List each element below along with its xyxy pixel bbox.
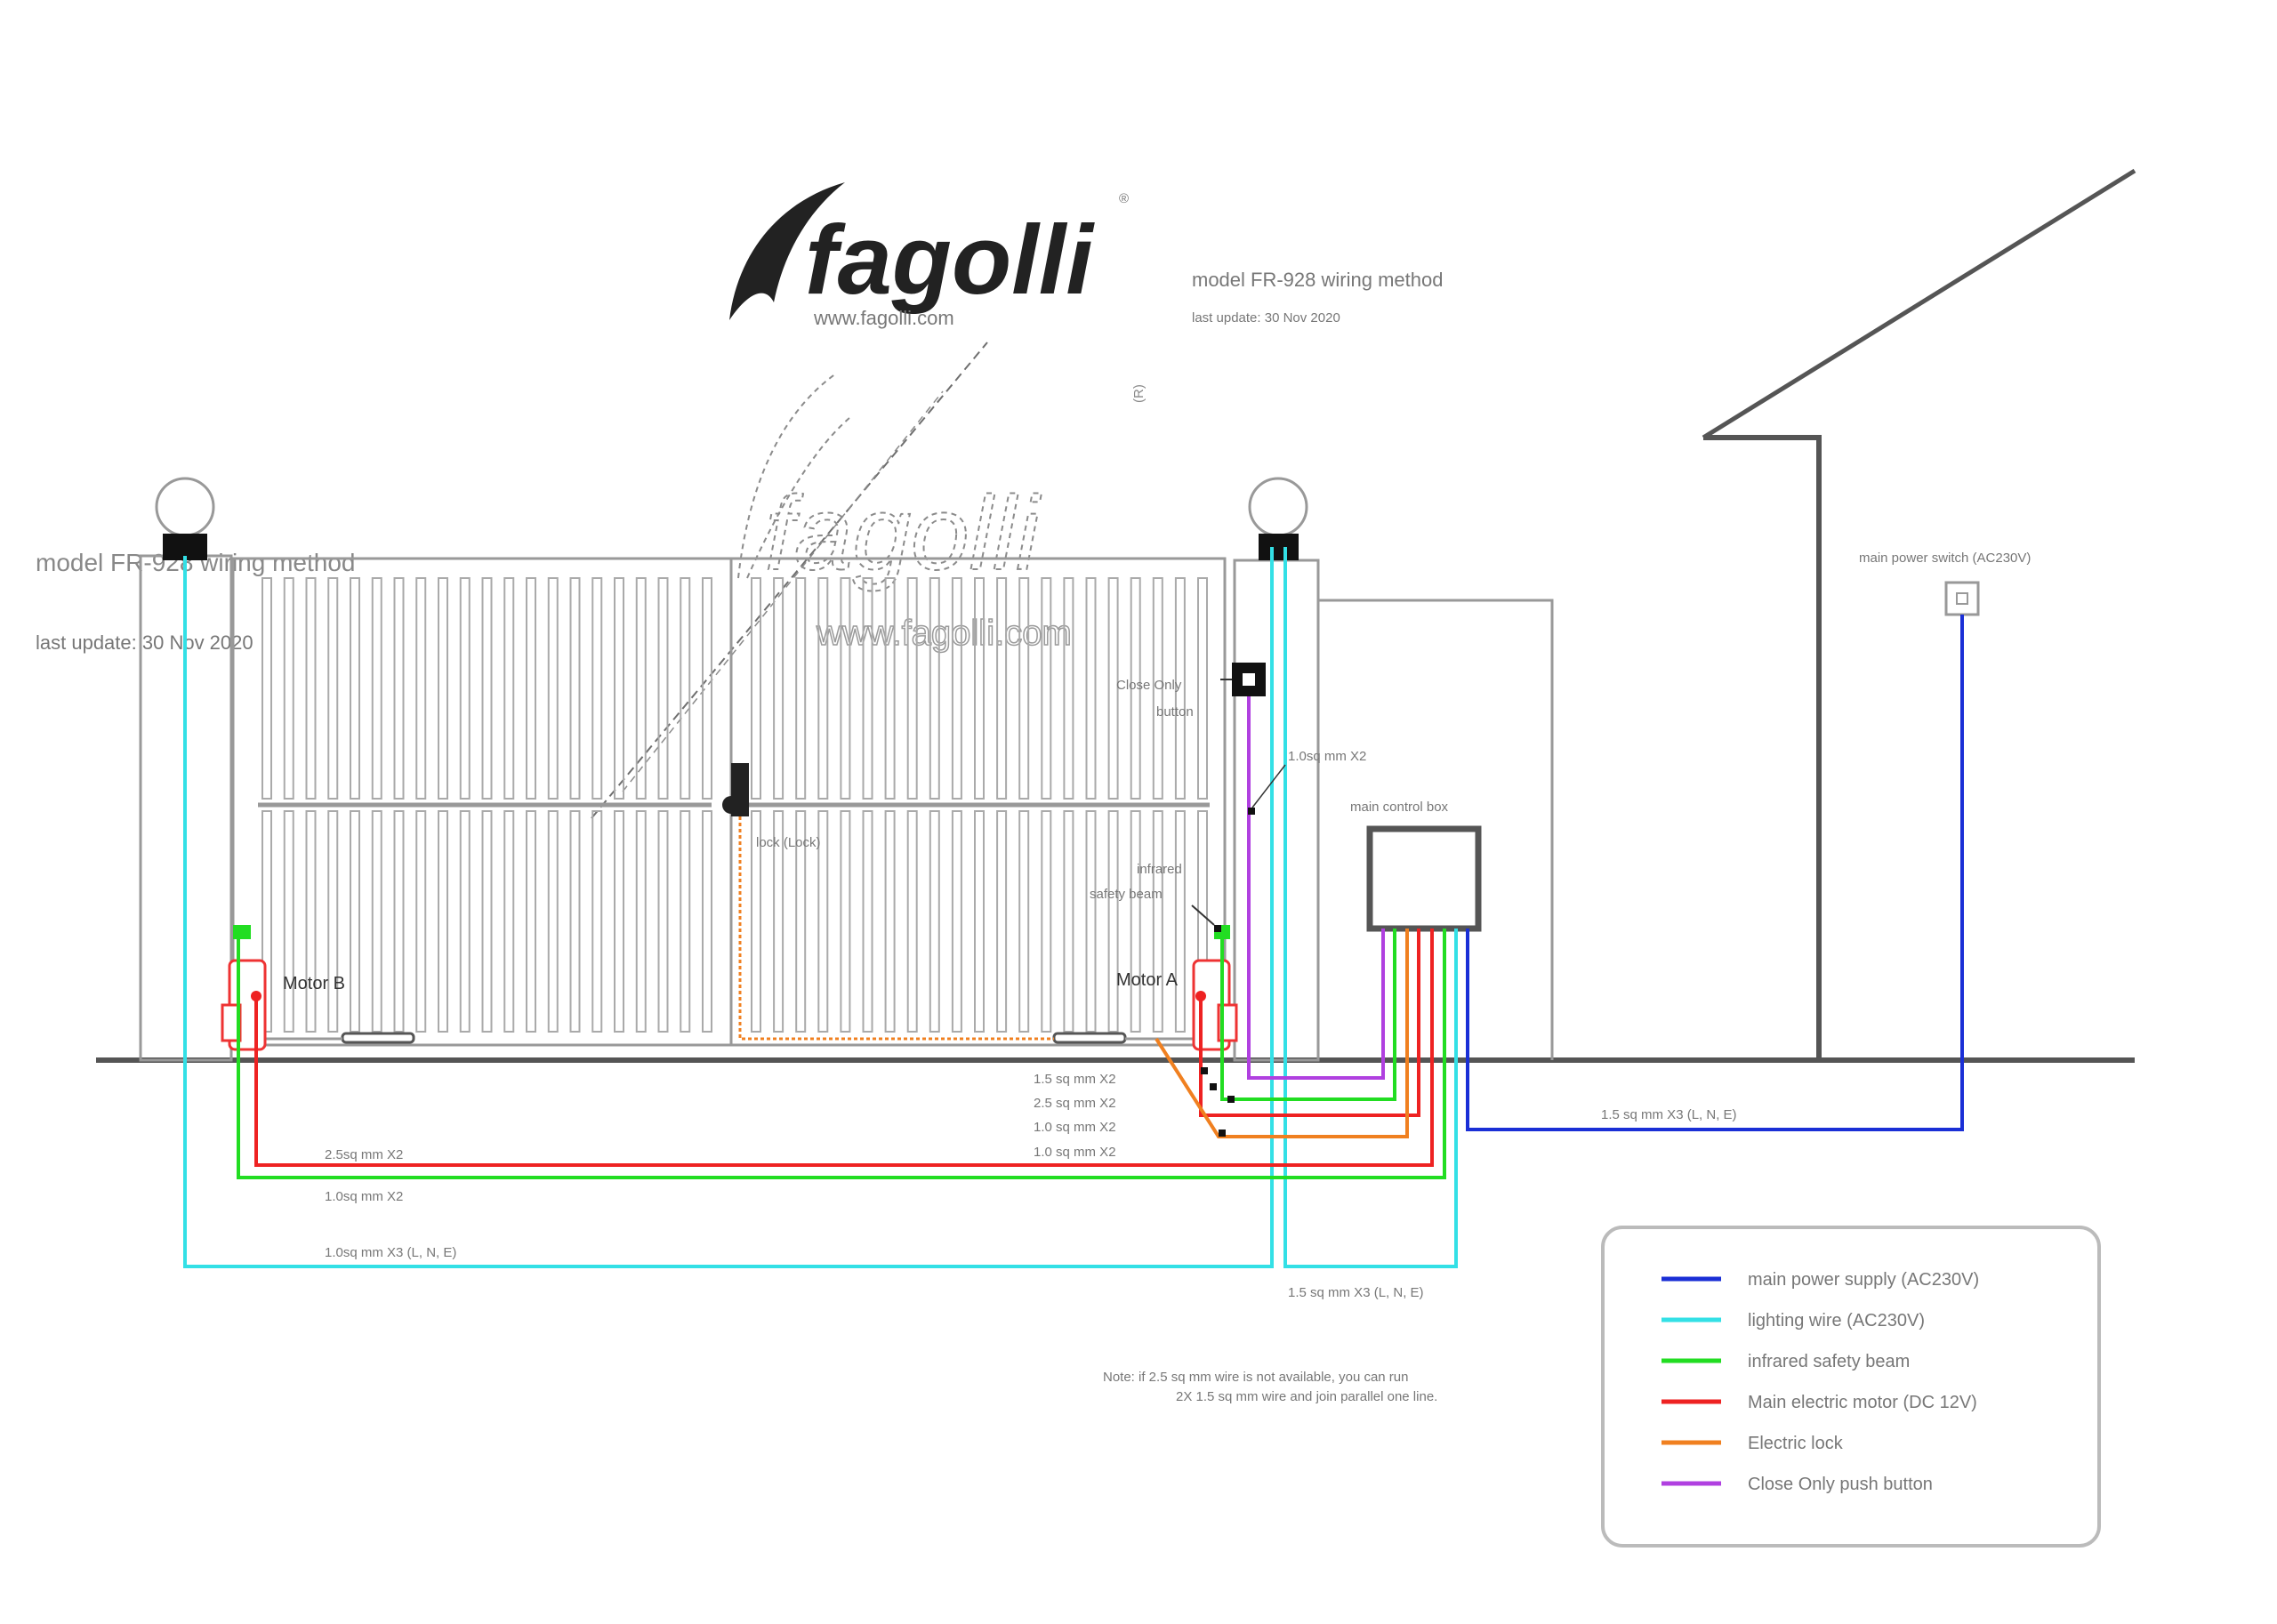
- wire-label-green-main: 1.0sq mm X2: [325, 1189, 403, 1204]
- watermark: fagolli (R) www.fagolli.com: [591, 342, 1147, 819]
- side-wall: [1318, 599, 1554, 1060]
- watermark-swoosh-icon: [737, 373, 850, 579]
- main-power-switch-label: main power switch (AC230V): [1859, 551, 2031, 566]
- watermark-brand-text: fagolli: [765, 475, 1042, 592]
- header-title: model FR-928 wiring method: [1192, 269, 1443, 291]
- logo-registered-mark: ®: [1119, 191, 1129, 206]
- legend: main power supply (AC230V) lighting wire …: [1601, 1226, 2101, 1548]
- infrared-label-2: safety beam: [1090, 887, 1163, 902]
- logo-swoosh-icon: [729, 182, 845, 320]
- infrared-sensor-b-icon: [233, 925, 251, 939]
- legend-label: Main electric motor (DC 12V): [1748, 1393, 1977, 1412]
- motor-b-label: Motor B: [283, 974, 345, 993]
- right-pillar: [1233, 477, 1320, 1062]
- wire-label-blue: 1.5 sq mm X3 (L, N, E): [1601, 1107, 1737, 1122]
- gate-leaf-b: [231, 557, 733, 1047]
- watermark-website: www.fagolli.com: [816, 614, 1072, 653]
- wire-label-cyan-right: 1.5 sq mm X3 (L, N, E): [1288, 1285, 1424, 1300]
- infrared-label-1: infrared: [1137, 862, 1182, 877]
- wire-junctions: [1201, 808, 1255, 1137]
- wire-label-purple: 1.0sq mm X2: [1288, 749, 1366, 764]
- main-control-box: [1366, 825, 1482, 932]
- wire-label-red-main: 2.5sq mm X2: [325, 1147, 403, 1162]
- electric-lock-label: lock (Lock): [756, 835, 821, 850]
- legend-label: main power supply (AC230V): [1748, 1270, 1979, 1290]
- wire-label-cyan-main: 1.0sq mm X3 (L, N, E): [325, 1245, 456, 1260]
- house: [1702, 168, 2136, 1060]
- close-only-label-2: button: [1156, 704, 1194, 720]
- brand-logo: fagolli ® www.fagolli.com: [729, 182, 1129, 329]
- wire-label-a2: 2.5 sq mm X2: [1034, 1096, 1116, 1111]
- logo-brand-text: fagolli: [805, 205, 1095, 315]
- wire-label-a4: 1.0 sq mm X2: [1034, 1145, 1116, 1160]
- header-updated: last update: 30 Nov 2020: [1192, 310, 1340, 326]
- gate-leaf-a: [729, 557, 1227, 1047]
- wiring: [183, 547, 1964, 1268]
- wire-label-a1: 1.5 sq mm X2: [1034, 1072, 1116, 1087]
- legend-label: Electric lock: [1748, 1434, 1844, 1453]
- main-power-switch-icon: [1944, 581, 1980, 616]
- close-only-label-1: Close Only: [1116, 678, 1182, 693]
- legend-label: Close Only push button: [1748, 1475, 1933, 1494]
- logo-website: www.fagolli.com: [813, 307, 954, 329]
- note-line-1: Note: if 2.5 sq mm wire is not available…: [1103, 1370, 1409, 1385]
- main-control-box-label: main control box: [1350, 800, 1449, 815]
- watermark-registered-mark: (R): [1131, 384, 1147, 403]
- motor-a-label: Motor A: [1116, 970, 1179, 990]
- side-header-updated: last update: 30 Nov 2020: [36, 631, 253, 654]
- wire-label-a3: 1.0 sq mm X2: [1034, 1120, 1116, 1135]
- legend-label: lighting wire (AC230V): [1748, 1311, 1925, 1331]
- legend-label: infrared safety beam: [1748, 1352, 1910, 1371]
- note-line-2: 2X 1.5 sq mm wire and join parallel one …: [1176, 1389, 1437, 1404]
